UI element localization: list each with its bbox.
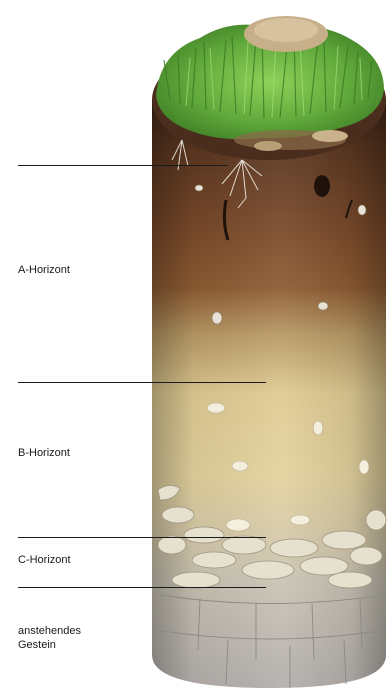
label-b-horizon: B-Horizont (18, 446, 70, 460)
soil-column-shading (152, 100, 386, 688)
leader-line-top (18, 165, 228, 166)
leader-line-b-c (18, 537, 266, 538)
leader-line-a-b (18, 382, 266, 383)
label-bedrock: anstehendes Gestein (18, 624, 81, 652)
leader-line-c-bedrock (18, 587, 266, 588)
label-c-horizon: C-Horizont (18, 553, 71, 567)
label-a-horizon: A-Horizont (18, 263, 70, 277)
